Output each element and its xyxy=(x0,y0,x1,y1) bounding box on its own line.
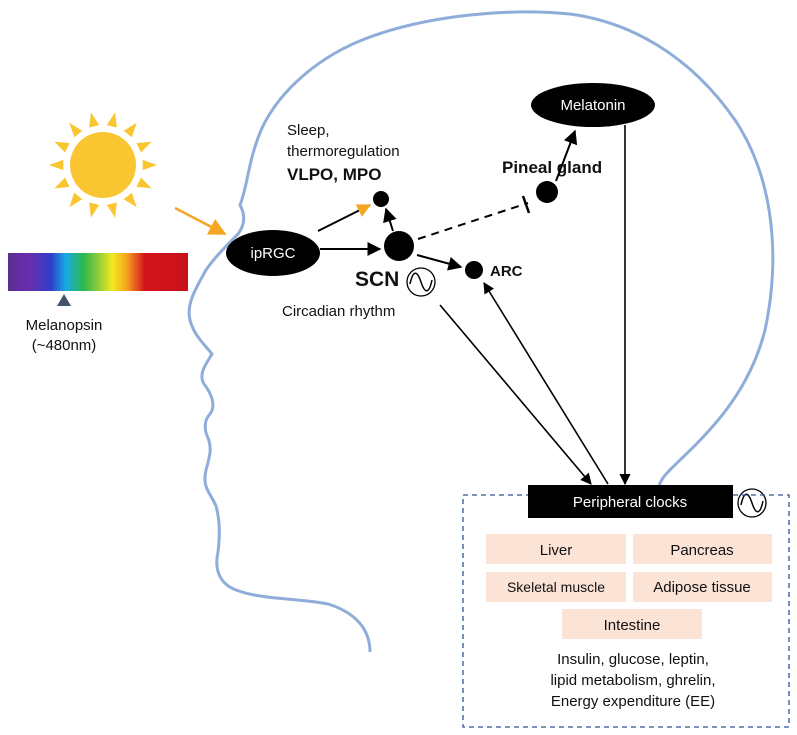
light-spectrum xyxy=(8,253,188,291)
thermoregulation-label: thermoregulation xyxy=(287,143,400,160)
sun-icon xyxy=(49,112,157,218)
pineal-gland-node xyxy=(536,181,558,203)
scn-label: SCN xyxy=(355,268,399,291)
organ-liver-label: Liver xyxy=(540,542,573,559)
inhibition-bar xyxy=(521,195,531,214)
peripheral-oscillator-icon xyxy=(737,488,767,518)
head-outline xyxy=(187,10,775,653)
organ-box-liver xyxy=(486,534,626,564)
arrow-pineal-to-melatonin xyxy=(555,129,578,182)
organ-adipose-tissue-label: Adipose tissue xyxy=(653,579,751,596)
arc-label: ARC xyxy=(490,263,523,280)
arrow-scn-to-arc xyxy=(416,254,463,271)
iprgc-label: ipRGC xyxy=(250,245,295,262)
organ-pancreas-label: Pancreas xyxy=(670,542,733,559)
iprgc-node xyxy=(226,230,320,276)
inhibition-scn-to-pineal xyxy=(417,202,529,240)
peripheral-clocks-header xyxy=(528,485,733,518)
organ-box-intestine xyxy=(562,609,702,639)
sleep-label: Sleep, xyxy=(287,122,330,139)
organ-box-pancreas xyxy=(633,534,772,564)
arc-node xyxy=(465,261,483,279)
scn-node xyxy=(384,231,414,261)
outputs-line-1: Insulin, glucose, leptin, xyxy=(557,651,709,668)
outputs-line-3: Energy expenditure (EE) xyxy=(551,693,715,710)
light-arrow xyxy=(174,206,227,236)
arrow-iprgc-to-vlpo xyxy=(317,204,372,232)
spectrum-marker-icon xyxy=(57,294,71,306)
wavelength-label: (~480nm) xyxy=(32,337,97,354)
arrow-scn-to-peripheral xyxy=(439,304,592,485)
organ-skeletal-muscle-label: Skeletal muscle xyxy=(507,579,605,595)
scn-oscillator-icon xyxy=(406,267,436,297)
arrow-peripheral-to-arc xyxy=(483,282,609,485)
organ-box-adipose-tissue xyxy=(633,572,772,602)
arrow-scn-to-vlpo xyxy=(383,207,397,232)
vlpo-mpo-label: VLPO, MPO xyxy=(287,165,381,184)
melatonin-label: Melatonin xyxy=(560,97,625,114)
melanopsin-label: Melanopsin xyxy=(26,317,103,334)
peripheral-clocks-title: Peripheral clocks xyxy=(573,494,687,511)
organ-intestine-label: Intestine xyxy=(604,617,661,634)
vlpo-mpo-node xyxy=(373,191,389,207)
melatonin-node xyxy=(531,83,655,127)
outputs-line-2: lipid metabolism, ghrelin, xyxy=(550,672,715,689)
circadian-rhythm-label: Circadian rhythm xyxy=(282,303,395,320)
pineal-gland-label: Pineal gland xyxy=(502,158,602,177)
organ-box-skeletal-muscle xyxy=(486,572,626,602)
